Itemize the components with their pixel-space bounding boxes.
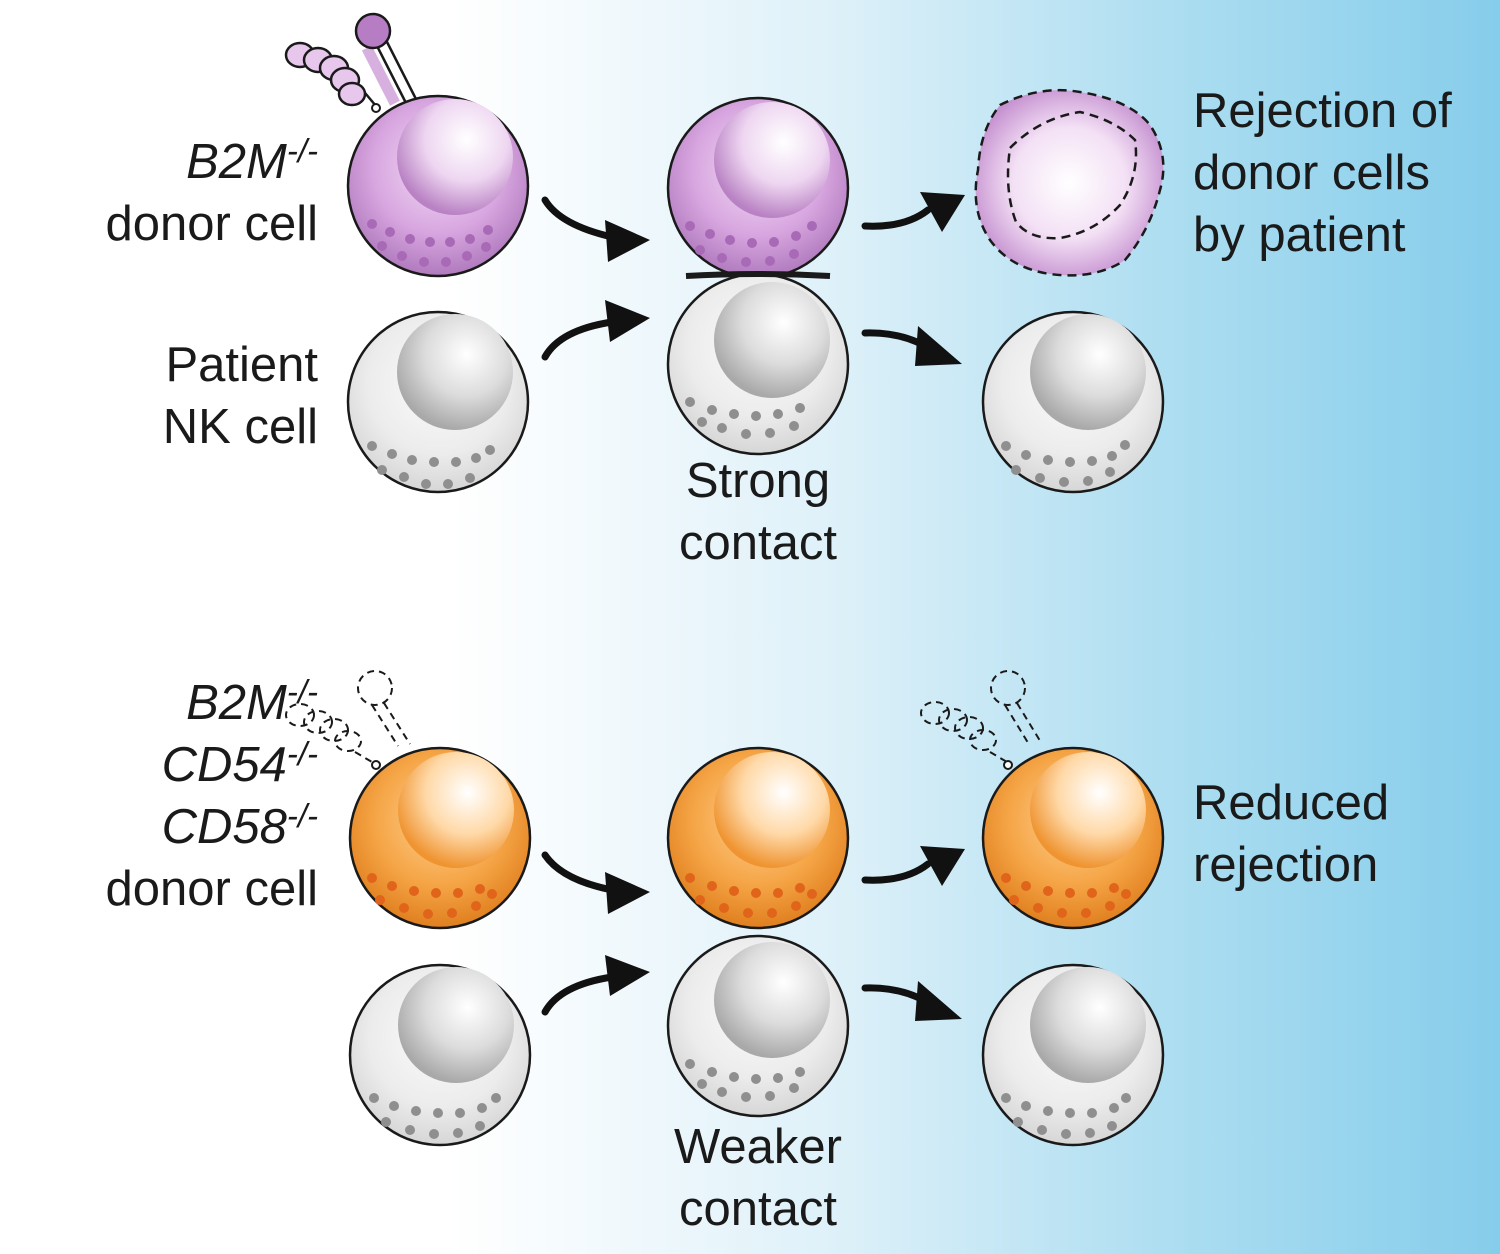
weaker-contact-label: Weaker contact (674, 1120, 842, 1236)
nk-cell-top-right (981, 310, 1165, 494)
donor-cell-edited (348, 746, 532, 930)
top-nk-label: Patient NK cell (162, 338, 318, 454)
top-donor-line2: donor cell (105, 197, 318, 251)
donor-receptors (284, 12, 421, 113)
top-donor-label: B2M-/- donor cell (106, 131, 318, 255)
donor-cell-contact-bottom (666, 746, 850, 930)
receptor-anchor-left (371, 760, 381, 770)
donor-cell-b2m (346, 94, 530, 278)
arrows-top (541, 192, 965, 366)
nk-cell-contact-bottom (666, 934, 850, 1118)
arrows-bottom (541, 846, 965, 1021)
deleted-receptors-left (285, 670, 411, 763)
reduced-rejection-label: Reduced rejection (1193, 776, 1390, 892)
nk-cell-bottom-right (981, 963, 1165, 1147)
gene-b2m: B2M-/- (186, 673, 318, 730)
strong-contact-label: Strong contact (679, 454, 837, 570)
nk-cell-top-left (346, 310, 530, 494)
bottom-donor-label: B2M-/- CD54-/- CD58-/- donor cell (105, 673, 318, 916)
rejected-donor-cell (974, 88, 1165, 277)
strong-contact-interface (685, 271, 831, 279)
nk-cell-bottom-left (348, 963, 532, 1147)
nk-cell-contact-top (666, 272, 850, 456)
surviving-donor-cell (981, 746, 1165, 930)
top-donor-gene: B2M-/- (186, 132, 318, 189)
donor-cell-contact-top (666, 96, 850, 280)
rejection-outcome-label: Rejection of donor cells by patient (1193, 84, 1452, 262)
receptor-anchor-right (1003, 760, 1013, 770)
deleted-receptors-right (920, 670, 1043, 763)
gene-cd58: CD58-/- (161, 797, 318, 854)
gene-cd54: CD54-/- (161, 735, 318, 792)
